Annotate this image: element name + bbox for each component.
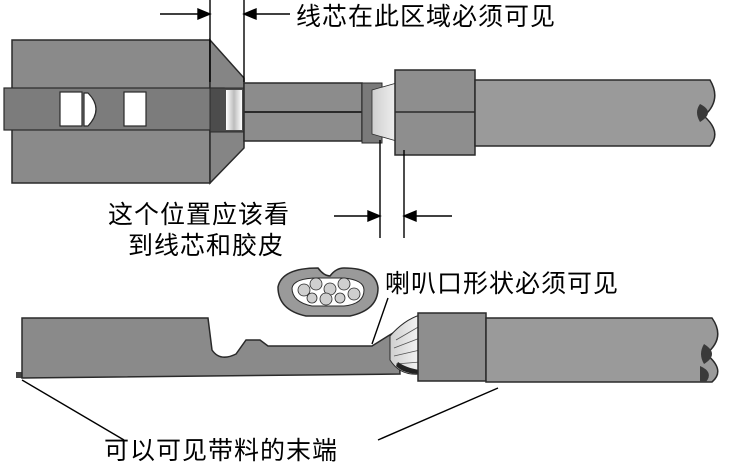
cable-insulation-side — [485, 317, 719, 383]
contact-window-1 — [59, 91, 83, 127]
side-insulation-crimp — [417, 312, 487, 382]
strand-visibility-label: 线芯在此区域必须可见 — [296, 2, 557, 31]
crimp-cross-section — [277, 267, 379, 317]
strand-zone-dimension — [160, 0, 290, 82]
cable-end-side — [701, 344, 712, 364]
carrier-strip-end — [16, 372, 24, 378]
dimple-d-shape — [83, 92, 97, 127]
side-view-terminal — [16, 312, 719, 383]
carrier-leader-right — [377, 387, 499, 441]
position-check-label-line1: 这个位置应该看 — [108, 200, 291, 229]
side-contact-profile — [21, 317, 401, 379]
front-strand-ends — [226, 90, 242, 130]
bellmouth-dark-lip — [396, 362, 420, 374]
position-check-dimension — [334, 140, 452, 238]
cable-end-bottom — [700, 366, 709, 382]
contact-window-2 — [123, 91, 147, 127]
leader-lines — [21, 297, 499, 441]
cross-section-strands — [297, 277, 361, 306]
top-view-terminal — [3, 38, 716, 185]
contact-slot — [3, 87, 225, 131]
position-check-label-line2: 到线芯和胶皮 — [128, 231, 285, 260]
bellmouth-flare — [389, 314, 421, 375]
carrier-end-label: 可以可见带料的末端 — [104, 436, 339, 465]
bellmouth-label: 喇叭口形状必须可见 — [385, 269, 620, 298]
bellmouth-strand-lines — [393, 325, 421, 365]
carrier-leader-left — [21, 379, 125, 441]
bellmouth-leader — [371, 297, 389, 345]
cable-end-top — [697, 104, 708, 122]
cable-insulation-top — [474, 79, 716, 147]
